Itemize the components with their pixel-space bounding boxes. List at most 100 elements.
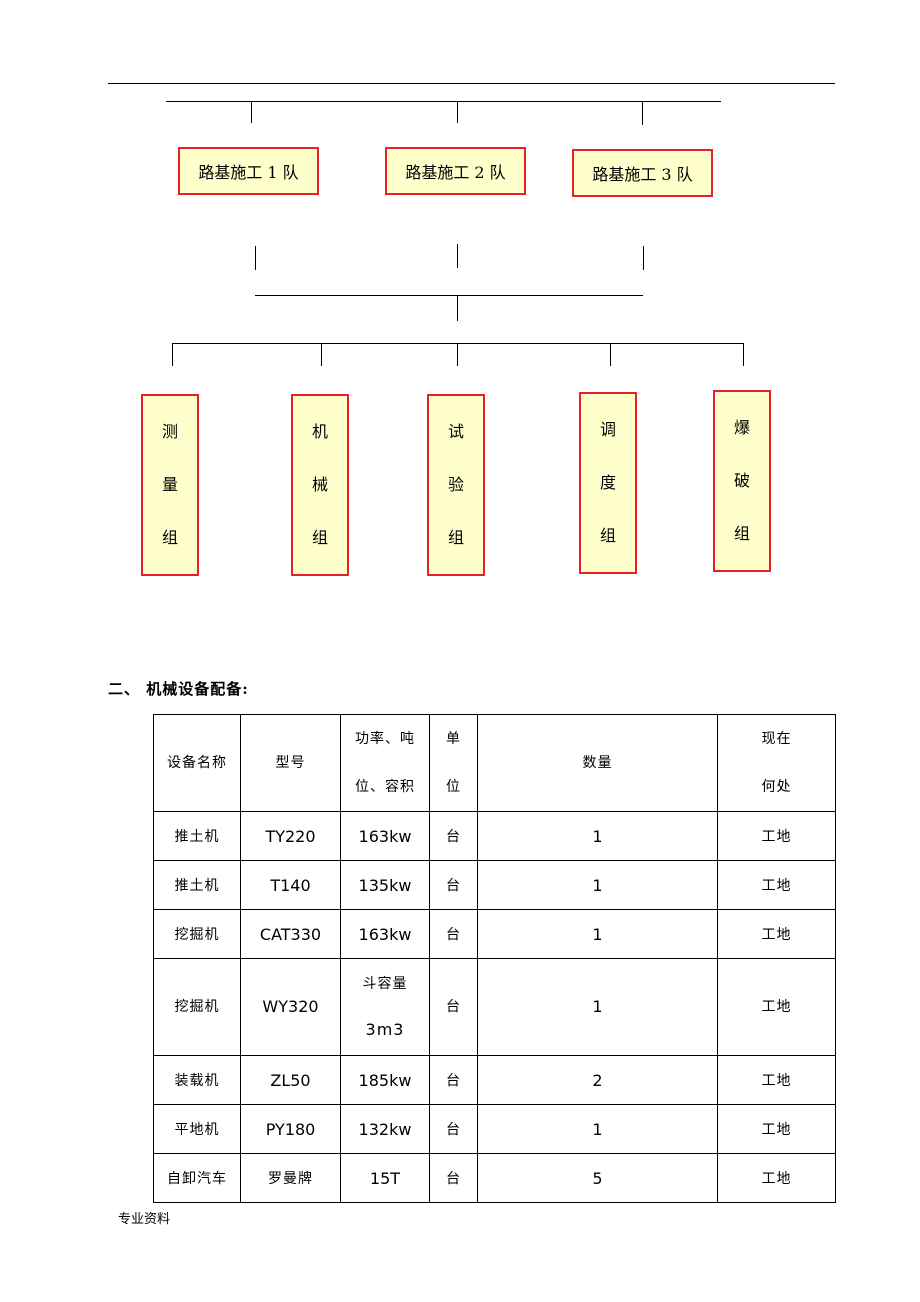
cell-power: 132kw <box>340 1104 430 1154</box>
cell-power: 163kw <box>340 811 430 861</box>
cell-unit: 台 <box>429 909 478 959</box>
cell-qty: 1 <box>477 860 718 910</box>
cell-location: 工地 <box>717 958 836 1056</box>
header-location: 现在 何处 <box>717 714 836 812</box>
cell-power: 135kw <box>340 860 430 910</box>
connector <box>172 343 173 366</box>
team-box-1: 路基施工 1 队 <box>178 147 319 195</box>
cell-location: 工地 <box>717 811 836 861</box>
group-box-testing: 试 验 组 <box>427 394 485 576</box>
cell-name: 推土机 <box>153 860 241 910</box>
cell-model: ZL50 <box>240 1055 341 1105</box>
table-header-row: 设备名称 型号 功率、吨 位、容积 单 位 数量 现在 何处 <box>153 714 836 812</box>
cell-name: 装载机 <box>153 1055 241 1105</box>
cell-power: 185kw <box>340 1055 430 1105</box>
connector <box>457 295 458 321</box>
cell-location: 工地 <box>717 1104 836 1154</box>
cell-unit: 台 <box>429 1104 478 1154</box>
cell-name: 挖掘机 <box>153 909 241 959</box>
cell-name: 自卸汽车 <box>153 1153 241 1203</box>
cell-power: 斗容量 3m3 <box>340 958 430 1056</box>
table-row: 挖掘机 CAT330 163kw 台 1 工地 <box>153 909 836 959</box>
cell-unit: 台 <box>429 1153 478 1203</box>
header-rule <box>108 83 835 84</box>
group-char: 组 <box>311 527 328 547</box>
cell-unit: 台 <box>429 958 478 1056</box>
group-box-dispatch: 调 度 组 <box>579 392 637 574</box>
table-row: 挖掘机 WY320 斗容量 3m3 台 1 工地 <box>153 958 836 1056</box>
group-box-machinery: 机 械 组 <box>291 394 349 576</box>
connector <box>457 244 458 268</box>
table-row: 推土机 TY220 163kw 台 1 工地 <box>153 811 836 861</box>
cell-unit: 台 <box>429 860 478 910</box>
connector <box>166 101 721 102</box>
connector <box>255 295 643 296</box>
cell-model: CAT330 <box>240 909 341 959</box>
connector <box>457 343 458 366</box>
cell-model: 罗曼牌 <box>240 1153 341 1203</box>
table-row: 平地机 PY180 132kw 台 1 工地 <box>153 1104 836 1154</box>
cell-power-line: 3m3 <box>365 1020 405 1039</box>
header-location-line: 现在 <box>761 731 792 747</box>
group-box-survey: 测 量 组 <box>141 394 199 576</box>
group-char: 爆 <box>733 418 750 438</box>
cell-qty: 1 <box>477 811 718 861</box>
cell-model: T140 <box>240 860 341 910</box>
cell-power: 163kw <box>340 909 430 959</box>
header-location-line: 何处 <box>761 779 792 795</box>
team-box-3: 路基施工 3 队 <box>572 149 713 197</box>
cell-name: 推土机 <box>153 811 241 861</box>
cell-name: 平地机 <box>153 1104 241 1154</box>
cell-unit: 台 <box>429 811 478 861</box>
group-char: 调 <box>599 420 616 440</box>
header-name: 设备名称 <box>153 714 241 812</box>
cell-model: TY220 <box>240 811 341 861</box>
cell-qty: 5 <box>477 1153 718 1203</box>
connector <box>743 343 744 366</box>
header-model: 型号 <box>240 714 341 812</box>
team-box-2: 路基施工 2 队 <box>385 147 526 195</box>
group-char: 械 <box>311 474 328 494</box>
cell-qty: 1 <box>477 1104 718 1154</box>
group-char: 测 <box>161 422 178 442</box>
header-unit-line: 单 <box>446 731 461 747</box>
connector <box>251 101 252 123</box>
group-char: 组 <box>161 527 178 547</box>
header-power: 功率、吨 位、容积 <box>340 714 430 812</box>
cell-model: WY320 <box>240 958 341 1056</box>
cell-qty: 1 <box>477 958 718 1056</box>
table-row: 推土机 T140 135kw 台 1 工地 <box>153 860 836 910</box>
table-row: 自卸汽车 罗曼牌 15T 台 5 工地 <box>153 1153 836 1203</box>
group-char: 组 <box>733 523 750 543</box>
connector <box>255 246 256 270</box>
team-label: 路基施工 1 队 <box>198 163 299 182</box>
connector <box>642 101 643 125</box>
cell-model: PY180 <box>240 1104 341 1154</box>
cell-power-line: 斗容量 <box>362 976 408 992</box>
group-char: 机 <box>311 422 328 442</box>
cell-power: 15T <box>340 1153 430 1203</box>
table-row: 装载机 ZL50 185kw 台 2 工地 <box>153 1055 836 1105</box>
group-char: 验 <box>447 474 464 494</box>
cell-location: 工地 <box>717 1055 836 1105</box>
footer-text: 专业资料 <box>118 1212 171 1227</box>
header-unit: 单 位 <box>429 714 478 812</box>
group-char: 破 <box>733 470 750 490</box>
team-label: 路基施工 2 队 <box>405 163 506 182</box>
group-char: 组 <box>599 525 616 545</box>
group-char: 试 <box>447 422 464 442</box>
header-power-line: 位、容积 <box>355 779 415 795</box>
section-title: 二、 机械设备配备: <box>108 680 249 698</box>
connector <box>610 343 611 366</box>
team-label: 路基施工 3 队 <box>592 165 693 184</box>
cell-name: 挖掘机 <box>153 958 241 1056</box>
cell-qty: 2 <box>477 1055 718 1105</box>
connector <box>457 101 458 123</box>
header-quantity: 数量 <box>477 714 718 812</box>
cell-location: 工地 <box>717 860 836 910</box>
cell-location: 工地 <box>717 909 836 959</box>
group-char: 量 <box>161 474 178 494</box>
connector <box>321 343 322 366</box>
cell-location: 工地 <box>717 1153 836 1203</box>
equipment-table: 设备名称 型号 功率、吨 位、容积 单 位 数量 现在 何处 推土机 TY220… <box>153 714 836 1203</box>
